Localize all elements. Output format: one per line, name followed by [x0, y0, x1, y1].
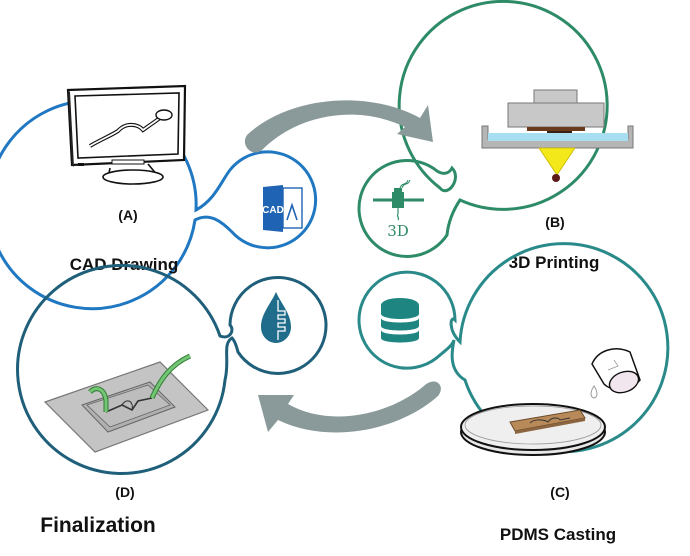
resin-printer-illustration: [481, 89, 634, 182]
microfluidic-chip-illustration: [43, 353, 210, 453]
step-b-letter: (B): [545, 214, 564, 230]
cad-icon-text: CAD: [262, 205, 284, 216]
step-d-title: Finalization: [40, 514, 156, 537]
database-stack-icon: [381, 298, 419, 343]
step-d-group: (D) Finalization: [16, 264, 328, 537]
step-b-title: 3D Printing: [509, 253, 600, 272]
cad-file-icon: CAD: [262, 185, 303, 232]
printer-icon-text: 3D: [387, 222, 409, 240]
monitor-illustration: [66, 84, 187, 185]
arrow-c-to-d: [258, 381, 441, 433]
step-c-letter: (C): [550, 484, 569, 500]
3d-printer-icon: 3D: [373, 179, 424, 240]
step-d-letter: (D): [115, 484, 134, 500]
step-c-group: (C) PDMS Casting: [357, 242, 670, 544]
step-b-group: (B) 3D Printing 3D: [357, 0, 634, 272]
step-d-bubble-outline: [16, 264, 328, 475]
step-a-group: (A) CAD Drawing CAD: [0, 84, 318, 311]
step-b-bubble-outline: [357, 0, 609, 258]
microfluidic-drop-icon: [261, 292, 291, 343]
arrow-a-to-b: [244, 100, 433, 153]
step-c-title: PDMS Casting: [500, 525, 616, 544]
step-a-letter: (A): [118, 207, 137, 223]
petri-dish-illustration: [460, 348, 641, 456]
